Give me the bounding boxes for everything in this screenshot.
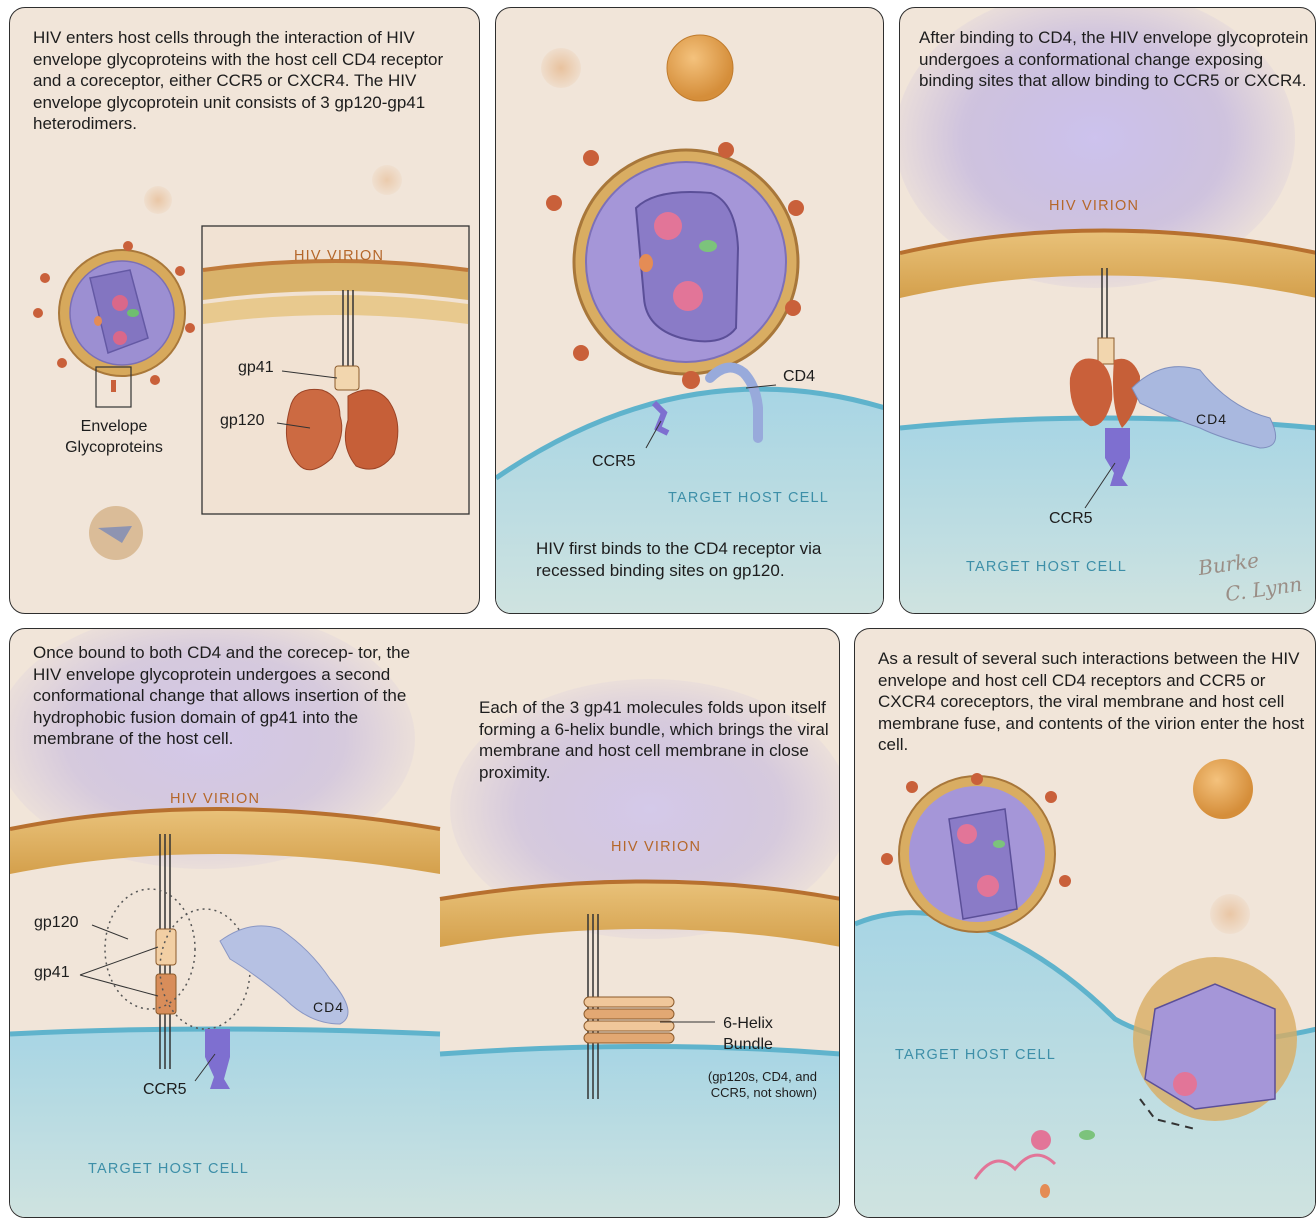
panel1-description: HIV enters host cells through the intera… <box>33 27 473 135</box>
illustration-coreceptor-binding <box>900 8 1316 614</box>
illustration-cd4-binding <box>496 8 884 614</box>
hiv-virion-icon <box>33 241 195 385</box>
panel4-left-description: Once bound to both CD4 and the corecep- … <box>33 642 428 750</box>
hiv-virion-icon <box>881 773 1071 932</box>
cd4-label: CD4 <box>313 999 344 1015</box>
panel2-description: HIV first binds to the CD4 receptor via … <box>536 538 866 581</box>
panel-fusion-and-bundle: Once bound to both CD4 and the corecep- … <box>9 628 840 1218</box>
gp120-label: gp120 <box>34 914 79 932</box>
ccr5-label: CCR5 <box>1049 510 1093 528</box>
panel-cd4-binding: CD4 CCR5 TARGET HOST CELL HIV first bind… <box>495 7 884 614</box>
panel5-description: As a result of several such interactions… <box>878 648 1308 756</box>
panel-hiv-entry-overview: HIV enters host cells through the intera… <box>9 7 480 614</box>
inset-virion-caption: HIV VIRION <box>294 248 384 264</box>
host-cell-caption: TARGET HOST CELL <box>966 559 1127 575</box>
cd4-label: CD4 <box>783 368 815 386</box>
cd4-label: CD4 <box>1196 411 1227 427</box>
host-cell-caption: TARGET HOST CELL <box>895 1047 1056 1063</box>
hiv-virion-icon <box>546 142 804 389</box>
panel-conformational-change: After binding to CD4, the HIV envelope g… <box>899 7 1316 614</box>
panel4-right-description: Each of the 3 gp41 molecules folds upon … <box>479 697 829 783</box>
host-cell-caption: TARGET HOST CELL <box>88 1161 249 1177</box>
gp120-label: gp120 <box>220 412 265 430</box>
panel3-description: After binding to CD4, the HIV envelope g… <box>919 27 1309 92</box>
six-helix-bundle-label: 6-Helix Bundle <box>715 1013 781 1055</box>
virion-caption: HIV VIRION <box>1049 198 1139 214</box>
not-shown-note: (gp120s, CD4, and CCR5, not shown) <box>705 1069 817 1101</box>
envelope-glycoproteins-label: Envelope Glycoproteins <box>52 416 176 458</box>
gp41-label: gp41 <box>34 964 70 982</box>
right-virion-caption: HIV VIRION <box>611 839 701 855</box>
gp41-label: gp41 <box>238 359 274 377</box>
gp41-icon <box>156 929 176 965</box>
panel-membrane-fusion: As a result of several such interactions… <box>854 628 1316 1218</box>
host-cell-caption: TARGET HOST CELL <box>668 490 829 506</box>
ccr5-label: CCR5 <box>592 453 636 471</box>
left-virion-caption: HIV VIRION <box>170 791 260 807</box>
ccr5-label: CCR5 <box>143 1081 187 1099</box>
